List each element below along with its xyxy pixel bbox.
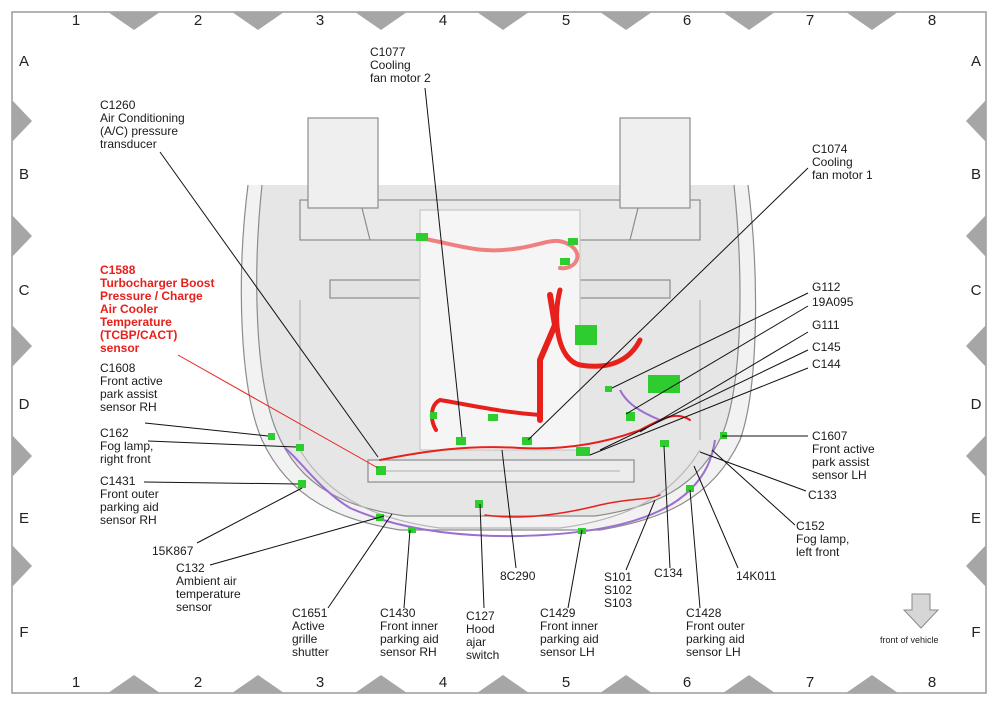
grid-col-bottom: 3 xyxy=(315,674,325,691)
grid-row-left: F xyxy=(19,624,29,641)
vehicle-structure xyxy=(240,117,757,531)
grid-col-top: 5 xyxy=(561,12,571,29)
label-s101-s103: S101 S102 S103 xyxy=(604,570,633,610)
grid-row-right: B xyxy=(970,166,981,183)
callout-line-c1588 xyxy=(177,354,379,469)
front-arrow-icon xyxy=(902,593,940,629)
grid-col-top: 2 xyxy=(193,12,203,29)
label-c132: C132 Ambient air temperature sensor xyxy=(176,561,241,614)
grid-col-bottom: 2 xyxy=(193,674,203,691)
grid-col-top: 6 xyxy=(682,12,692,29)
label-15k867: 15K867 xyxy=(152,544,194,558)
label-c1430: C1430 Front inner parking aid sensor RH xyxy=(380,606,439,659)
grid-col-bottom: 7 xyxy=(805,674,815,691)
label-c1608: C1608 Front active park assist sensor RH xyxy=(100,361,163,414)
label-g111: G111 xyxy=(812,318,840,332)
grid-col-top: 7 xyxy=(805,12,815,29)
grid-row-left: A xyxy=(18,53,29,70)
grid-row-right: D xyxy=(970,396,982,413)
label-c133: C133 xyxy=(808,488,837,502)
label-c1077: C1077 Cooling fan motor 2 xyxy=(370,45,431,85)
grid-col-bottom: 6 xyxy=(682,674,692,691)
leader-lines xyxy=(143,87,809,609)
label-c1260: C1260 Air Conditioning (A/C) pressure tr… xyxy=(100,98,185,151)
label-c1428: C1428 Front outer parking aid sensor LH xyxy=(686,606,745,659)
grid-row-right: A xyxy=(970,53,981,70)
grid-row-right: F xyxy=(971,624,981,641)
grid-row-right: E xyxy=(970,510,981,527)
grid-ticks xyxy=(12,12,986,693)
label-c1074: C1074 Cooling fan motor 1 xyxy=(812,142,873,182)
grid-col-bottom: 8 xyxy=(927,674,937,691)
label-c127: C127 Hood ajar switch xyxy=(466,609,500,662)
connectors xyxy=(268,233,727,534)
label-14k011: 14K011 xyxy=(736,569,777,583)
label-8c290: 8C290 xyxy=(500,569,536,583)
label-c152: C152 Fog lamp, left front xyxy=(796,519,850,559)
grid-row-left: C xyxy=(18,282,30,299)
grid-col-top: 4 xyxy=(438,12,448,29)
label-c1607: C1607 Front active park assist sensor LH xyxy=(812,429,875,482)
front-of-vehicle-label: front of vehicle xyxy=(880,635,939,645)
grid-col-bottom: 4 xyxy=(438,674,448,691)
grid-col-top: 3 xyxy=(315,12,325,29)
grid-row-right: C xyxy=(970,282,982,299)
label-c1651: C1651 Active grille shutter xyxy=(292,606,329,659)
label-c162: C162 Fog lamp, right front xyxy=(100,426,154,466)
grid-col-bottom: 1 xyxy=(71,674,81,691)
label-c145: C145 xyxy=(812,340,841,354)
label-c1431: C1431 Front outer parking aid sensor RH xyxy=(100,474,159,527)
grid-col-top: 8 xyxy=(927,12,937,29)
wiring-harness-red xyxy=(379,236,691,518)
grid-row-left: B xyxy=(18,166,29,183)
grid-row-left: E xyxy=(18,510,29,527)
label-g112: G112 xyxy=(812,280,841,294)
grid-col-top: 1 xyxy=(71,12,81,29)
grid-row-left: D xyxy=(18,396,30,413)
grid-col-bottom: 5 xyxy=(561,674,571,691)
label-19a095: 19A095 xyxy=(812,295,854,309)
label-c1588: C1588 Turbocharger Boost Pressure / Char… xyxy=(100,263,215,355)
label-c144: C144 xyxy=(812,357,841,371)
label-c134: C134 xyxy=(654,566,683,580)
label-c1429: C1429 Front inner parking aid sensor LH xyxy=(540,606,599,659)
